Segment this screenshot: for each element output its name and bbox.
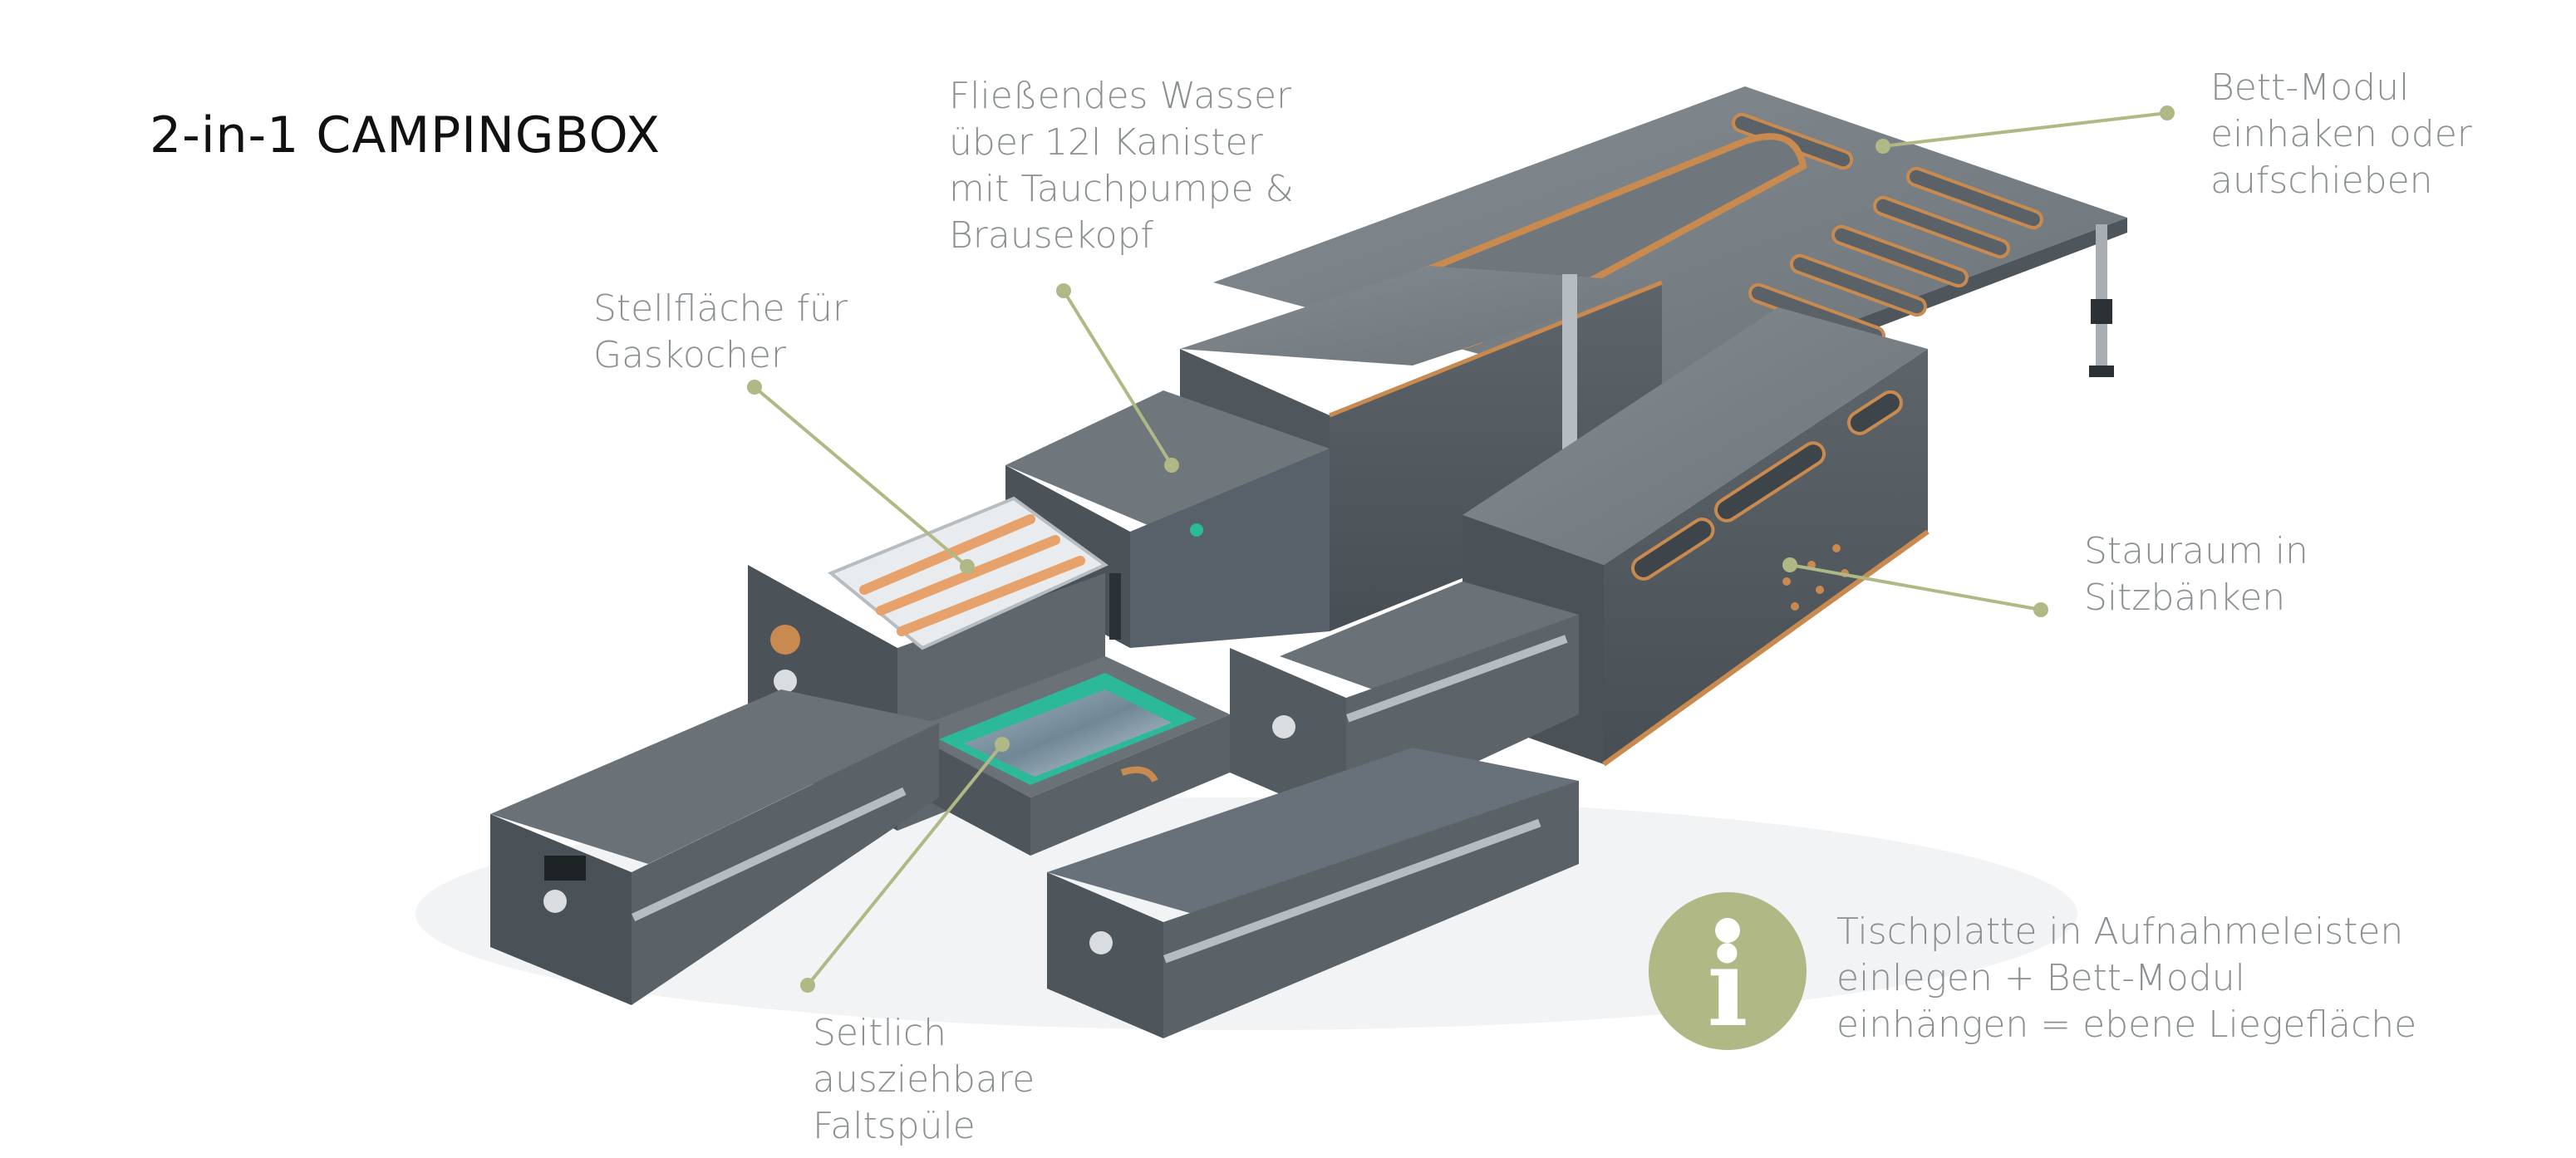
annotation-faltspuele: Seitlich ausziehbare Faltspüle [813, 1012, 1035, 1147]
info-icon: i [1649, 892, 1807, 1050]
page-title: 2-in-1 CAMPINGBOX [150, 106, 661, 164]
leader-lines [747, 105, 2175, 993]
left-long-drawer [490, 689, 939, 1005]
annotation-stauraum: Stauraum in Sitzbänken [2084, 530, 2308, 619]
annotation-wasser: Fließendes Wasser über 12l Kanister mit … [949, 75, 1294, 257]
bench-lower-drawer [1047, 748, 1579, 1038]
bed-module [1213, 86, 2127, 415]
annotation-bett-modul: Bett-Modul einhaken oder aufschieben [2210, 66, 2472, 202]
info-icon-glyph: i [1707, 924, 1748, 1050]
annotation-info: Tischplatte in Aufnahmeleisten einlegen … [1836, 910, 2417, 1046]
annotation-gaskocher: Stellfläche für Gaskocher [593, 287, 848, 376]
